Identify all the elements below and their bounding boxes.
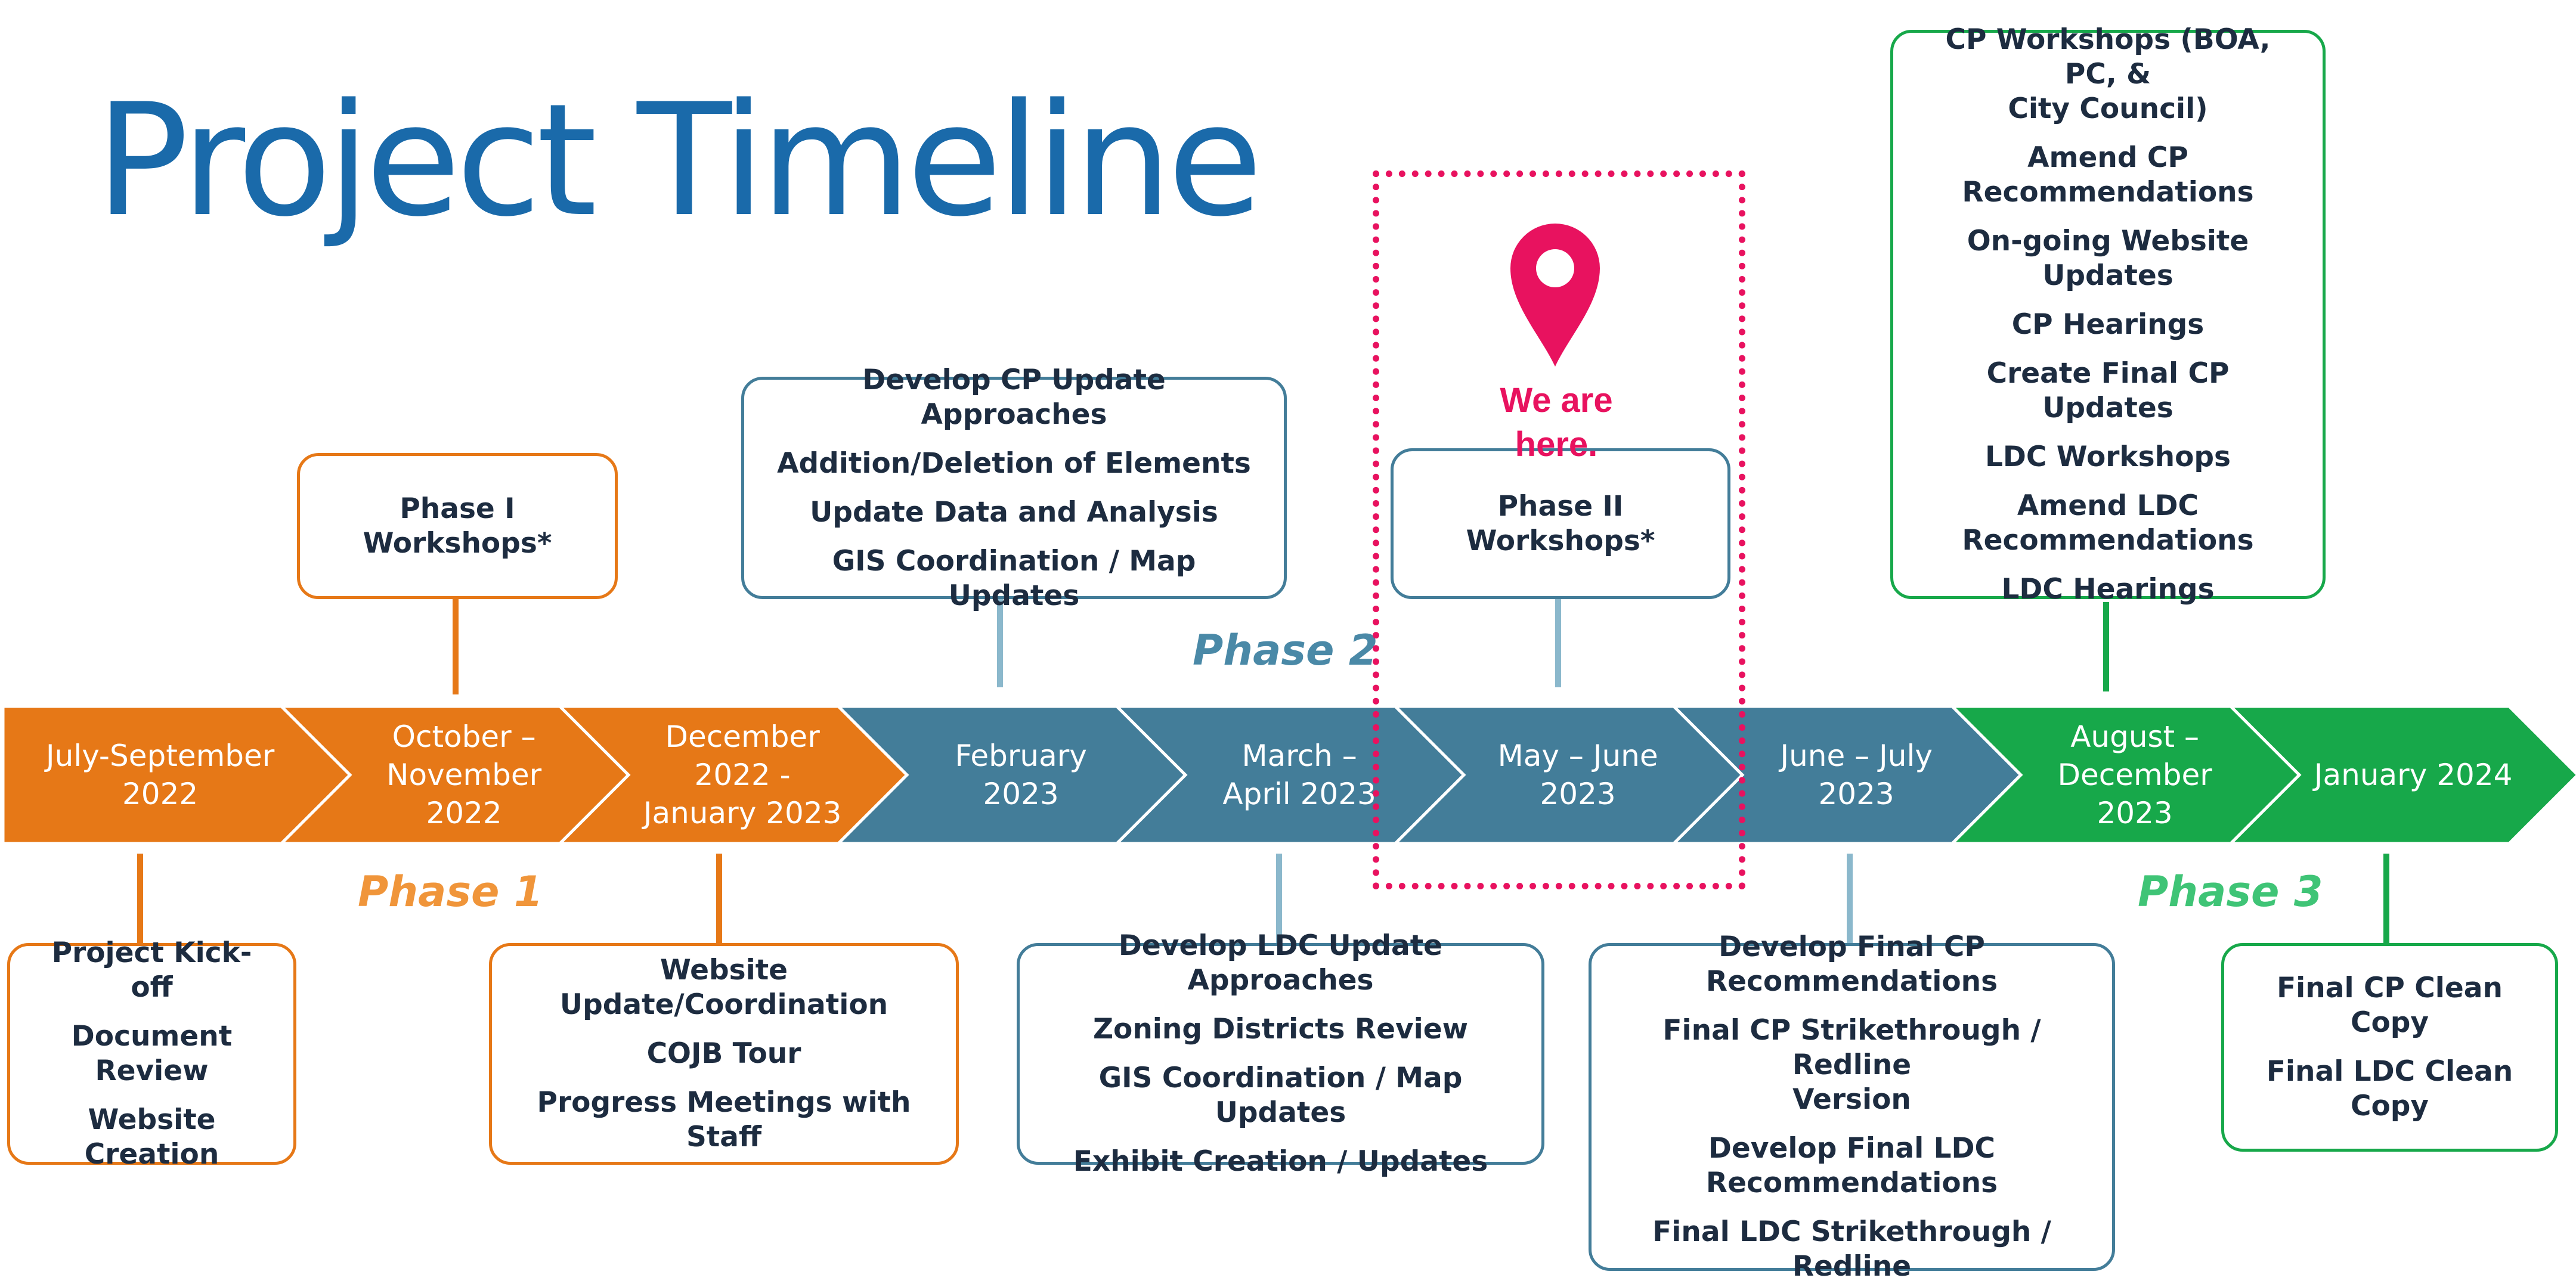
map-pin-icon (1510, 224, 1600, 367)
box-item: Develop CP Update Approaches (862, 363, 1166, 431)
box-item: Zoning Districts Review (1092, 1013, 1469, 1046)
connector-cp-update (997, 599, 1003, 687)
box-item: GIS Coordination / Map Updates (1098, 1062, 1463, 1129)
box-item: COJB Tour (646, 1037, 801, 1070)
box-item: Create Final CP Updates (1986, 356, 2230, 424)
box-item: LDC Workshops (1984, 440, 2231, 473)
page-title: Project Timeline (95, 71, 1263, 251)
box-item: CP Workshops (BOA, PC, &City Council) (1945, 23, 2271, 125)
phase2-workshops-box: Phase II Workshops* (1391, 448, 1730, 599)
box-item: On-going Website Updates (1967, 224, 2249, 292)
box-item: Project Kick-off (51, 936, 252, 1004)
connector-phase2-workshops (1555, 599, 1561, 687)
box-item: Website Creation (84, 1103, 219, 1171)
timeline-segment-label: January 2024 (2314, 758, 2513, 792)
connector-kickoff (137, 854, 143, 944)
timeline-segment-label: March –April 2023 (1222, 739, 1376, 811)
box-item: LDC Hearings (2001, 572, 2215, 606)
box-item: Final LDC Clean Copy (2266, 1055, 2513, 1122)
connector-website-update (716, 854, 722, 944)
timeline-segment (2227, 705, 2576, 845)
connector-phase1-workshops (453, 599, 459, 694)
cp-workshops-box: CP Workshops (BOA, PC, &City Council) Ame… (1890, 23, 2326, 606)
connector-cp-workshops (2103, 602, 2109, 691)
phase-2-label: Phase 2 (1193, 626, 1378, 675)
box-item: Phase II Workshops* (1466, 489, 1655, 557)
connector-final-recs (1847, 854, 1853, 944)
box-item: Final CP Clean Copy (2277, 972, 2503, 1039)
connector-clean-copy (2383, 854, 2389, 944)
box-item: Progress Meetings with Staff (537, 1086, 911, 1153)
box-item: CP Hearings (2011, 308, 2205, 341)
phase-1-label: Phase 1 (358, 867, 543, 916)
current-position-frame (1373, 170, 1745, 889)
box-item: GIS Coordination / Map Updates (832, 544, 1196, 612)
phase-3-label: Phase 3 (2138, 867, 2323, 916)
box-item: Update Data and Analysis (810, 495, 1218, 529)
box-item: Addition/Deletion of Elements (777, 446, 1251, 480)
connector-ldc-update (1276, 854, 1282, 944)
box-item: Develop LDC Update Approaches (1118, 929, 1443, 997)
box-item: Exhibit Creation / Updates (1073, 1145, 1488, 1178)
box-item: Website Update/Coordination (559, 954, 888, 1021)
